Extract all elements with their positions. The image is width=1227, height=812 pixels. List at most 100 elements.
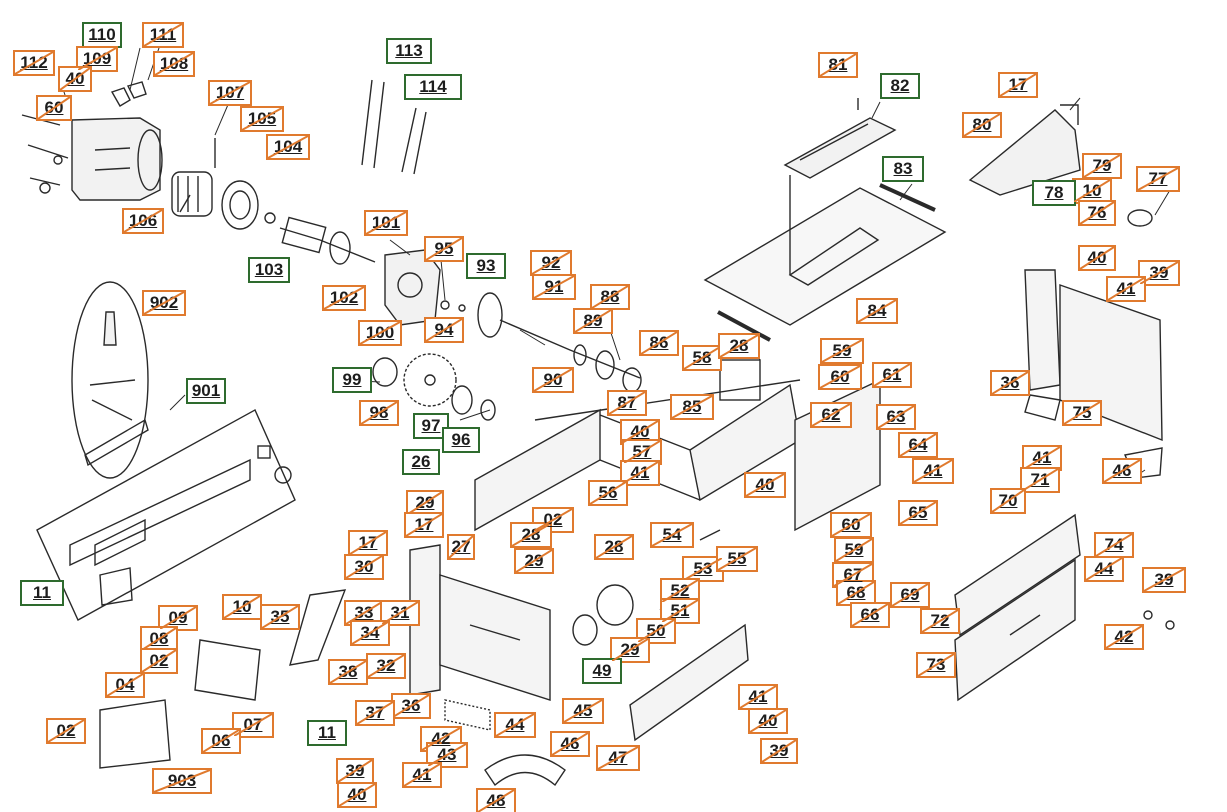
part-label-61-unavailable[interactable]: 61	[872, 362, 912, 388]
part-label-28-unavailable[interactable]: 28	[594, 534, 634, 560]
part-label-67-unavailable[interactable]: 67	[832, 562, 874, 588]
part-label-66-unavailable[interactable]: 66	[850, 602, 890, 628]
part-label-73-unavailable[interactable]: 73	[916, 652, 956, 678]
part-label-29-unavailable[interactable]: 29	[610, 637, 650, 663]
part-label-84-unavailable[interactable]: 84	[856, 298, 898, 324]
part-label-89-unavailable[interactable]: 89	[573, 308, 613, 334]
part-label-46-unavailable[interactable]: 46	[1102, 458, 1142, 484]
part-label-59-unavailable[interactable]: 59	[834, 537, 874, 563]
part-label-50-unavailable[interactable]: 50	[636, 618, 676, 644]
part-label-17-unavailable[interactable]: 17	[348, 530, 388, 556]
part-label-28-unavailable[interactable]: 28	[510, 522, 552, 548]
part-label-40-unavailable[interactable]: 40	[748, 708, 788, 734]
part-label-17-unavailable[interactable]: 17	[998, 72, 1038, 98]
part-label-55-unavailable[interactable]: 55	[716, 546, 758, 572]
part-label-87-unavailable[interactable]: 87	[607, 390, 647, 416]
part-label-41-unavailable[interactable]: 41	[1022, 445, 1062, 471]
part-label-46-unavailable[interactable]: 46	[550, 731, 590, 757]
part-label-06-unavailable[interactable]: 06	[201, 728, 241, 754]
part-label-63-unavailable[interactable]: 63	[876, 404, 916, 430]
part-label-70-unavailable[interactable]: 70	[990, 488, 1026, 514]
part-label-93-available[interactable]: 93	[466, 253, 506, 279]
part-label-85-unavailable[interactable]: 85	[670, 394, 714, 420]
part-label-34-unavailable[interactable]: 34	[350, 620, 390, 646]
part-label-40-unavailable[interactable]: 40	[1078, 245, 1116, 271]
part-label-11-available[interactable]: 11	[307, 720, 347, 746]
part-label-45-unavailable[interactable]: 45	[562, 698, 604, 724]
part-label-112-unavailable[interactable]: 112	[13, 50, 55, 76]
part-label-78-available[interactable]: 78	[1032, 180, 1076, 206]
part-label-37-unavailable[interactable]: 37	[355, 700, 395, 726]
part-label-901-available[interactable]: 901	[186, 378, 226, 404]
part-label-92-unavailable[interactable]: 92	[530, 250, 572, 276]
part-label-32-unavailable[interactable]: 32	[366, 653, 406, 679]
part-label-27-unavailable[interactable]: 27	[447, 534, 475, 560]
part-label-59-unavailable[interactable]: 59	[820, 338, 864, 364]
part-label-40-unavailable[interactable]: 40	[744, 472, 786, 498]
part-label-60-unavailable[interactable]: 60	[818, 364, 862, 390]
part-label-68-unavailable[interactable]: 68	[836, 580, 876, 606]
part-label-109-unavailable[interactable]: 109	[76, 46, 118, 72]
part-label-98-unavailable[interactable]: 98	[359, 400, 399, 426]
part-label-51-unavailable[interactable]: 51	[660, 598, 700, 624]
part-label-56-unavailable[interactable]: 56	[588, 480, 628, 506]
part-label-04-unavailable[interactable]: 04	[105, 672, 145, 698]
part-label-11-available[interactable]: 11	[20, 580, 64, 606]
part-label-65-unavailable[interactable]: 65	[898, 500, 938, 526]
part-label-83-available[interactable]: 83	[882, 156, 924, 182]
part-label-47-unavailable[interactable]: 47	[596, 745, 640, 771]
part-label-88-unavailable[interactable]: 88	[590, 284, 630, 310]
part-label-39-unavailable[interactable]: 39	[1138, 260, 1180, 286]
part-label-74-unavailable[interactable]: 74	[1094, 532, 1134, 558]
part-label-40-unavailable[interactable]: 40	[337, 782, 377, 808]
part-label-94-unavailable[interactable]: 94	[424, 317, 464, 343]
part-label-38-unavailable[interactable]: 38	[328, 659, 368, 685]
part-label-76-unavailable[interactable]: 76	[1078, 200, 1116, 226]
part-label-44-unavailable[interactable]: 44	[494, 712, 536, 738]
part-label-107-unavailable[interactable]: 107	[208, 80, 252, 106]
part-label-902-unavailable[interactable]: 902	[142, 290, 186, 316]
part-label-42-unavailable[interactable]: 42	[1104, 624, 1144, 650]
part-label-79-unavailable[interactable]: 79	[1082, 153, 1122, 179]
part-label-62-unavailable[interactable]: 62	[810, 402, 852, 428]
part-label-39-unavailable[interactable]: 39	[1142, 567, 1186, 593]
part-label-29-unavailable[interactable]: 29	[406, 490, 444, 516]
part-label-40-unavailable[interactable]: 40	[58, 66, 92, 92]
part-label-39-unavailable[interactable]: 39	[760, 738, 798, 764]
part-label-07-unavailable[interactable]: 07	[232, 712, 274, 738]
part-label-86-unavailable[interactable]: 86	[639, 330, 679, 356]
part-label-95-unavailable[interactable]: 95	[424, 236, 464, 262]
part-label-41-unavailable[interactable]: 41	[402, 762, 442, 788]
part-label-53-unavailable[interactable]: 53	[682, 556, 724, 582]
part-label-41-unavailable[interactable]: 41	[738, 684, 778, 710]
part-label-64-unavailable[interactable]: 64	[898, 432, 938, 458]
part-label-69-unavailable[interactable]: 69	[890, 582, 930, 608]
part-label-35-unavailable[interactable]: 35	[260, 604, 300, 630]
part-label-77-unavailable[interactable]: 77	[1136, 166, 1180, 192]
part-label-02-unavailable[interactable]: 02	[532, 507, 574, 533]
part-label-26-available[interactable]: 26	[402, 449, 440, 475]
part-label-81-unavailable[interactable]: 81	[818, 52, 858, 78]
part-label-36-unavailable[interactable]: 36	[990, 370, 1030, 396]
part-label-104-unavailable[interactable]: 104	[266, 134, 310, 160]
part-label-110-available[interactable]: 110	[82, 22, 122, 48]
part-label-02-unavailable[interactable]: 02	[140, 648, 178, 674]
part-label-99-available[interactable]: 99	[332, 367, 372, 393]
part-label-30-unavailable[interactable]: 30	[344, 554, 384, 580]
part-label-54-unavailable[interactable]: 54	[650, 522, 694, 548]
part-label-08-unavailable[interactable]: 08	[140, 626, 178, 652]
part-label-41-unavailable[interactable]: 41	[912, 458, 954, 484]
part-label-106-unavailable[interactable]: 106	[122, 208, 164, 234]
part-label-113-available[interactable]: 113	[386, 38, 432, 64]
part-label-80-unavailable[interactable]: 80	[962, 112, 1002, 138]
part-label-90-unavailable[interactable]: 90	[532, 367, 574, 393]
part-label-57-unavailable[interactable]: 57	[622, 439, 662, 465]
part-label-41-unavailable[interactable]: 41	[620, 460, 660, 486]
part-label-903-unavailable[interactable]: 903	[152, 768, 212, 794]
part-label-10-unavailable[interactable]: 10	[222, 594, 262, 620]
part-label-52-unavailable[interactable]: 52	[660, 578, 700, 604]
part-label-28-unavailable[interactable]: 28	[718, 333, 760, 359]
part-label-41-unavailable[interactable]: 41	[1106, 276, 1146, 302]
part-label-09-unavailable[interactable]: 09	[158, 605, 198, 631]
part-label-105-unavailable[interactable]: 105	[240, 106, 284, 132]
